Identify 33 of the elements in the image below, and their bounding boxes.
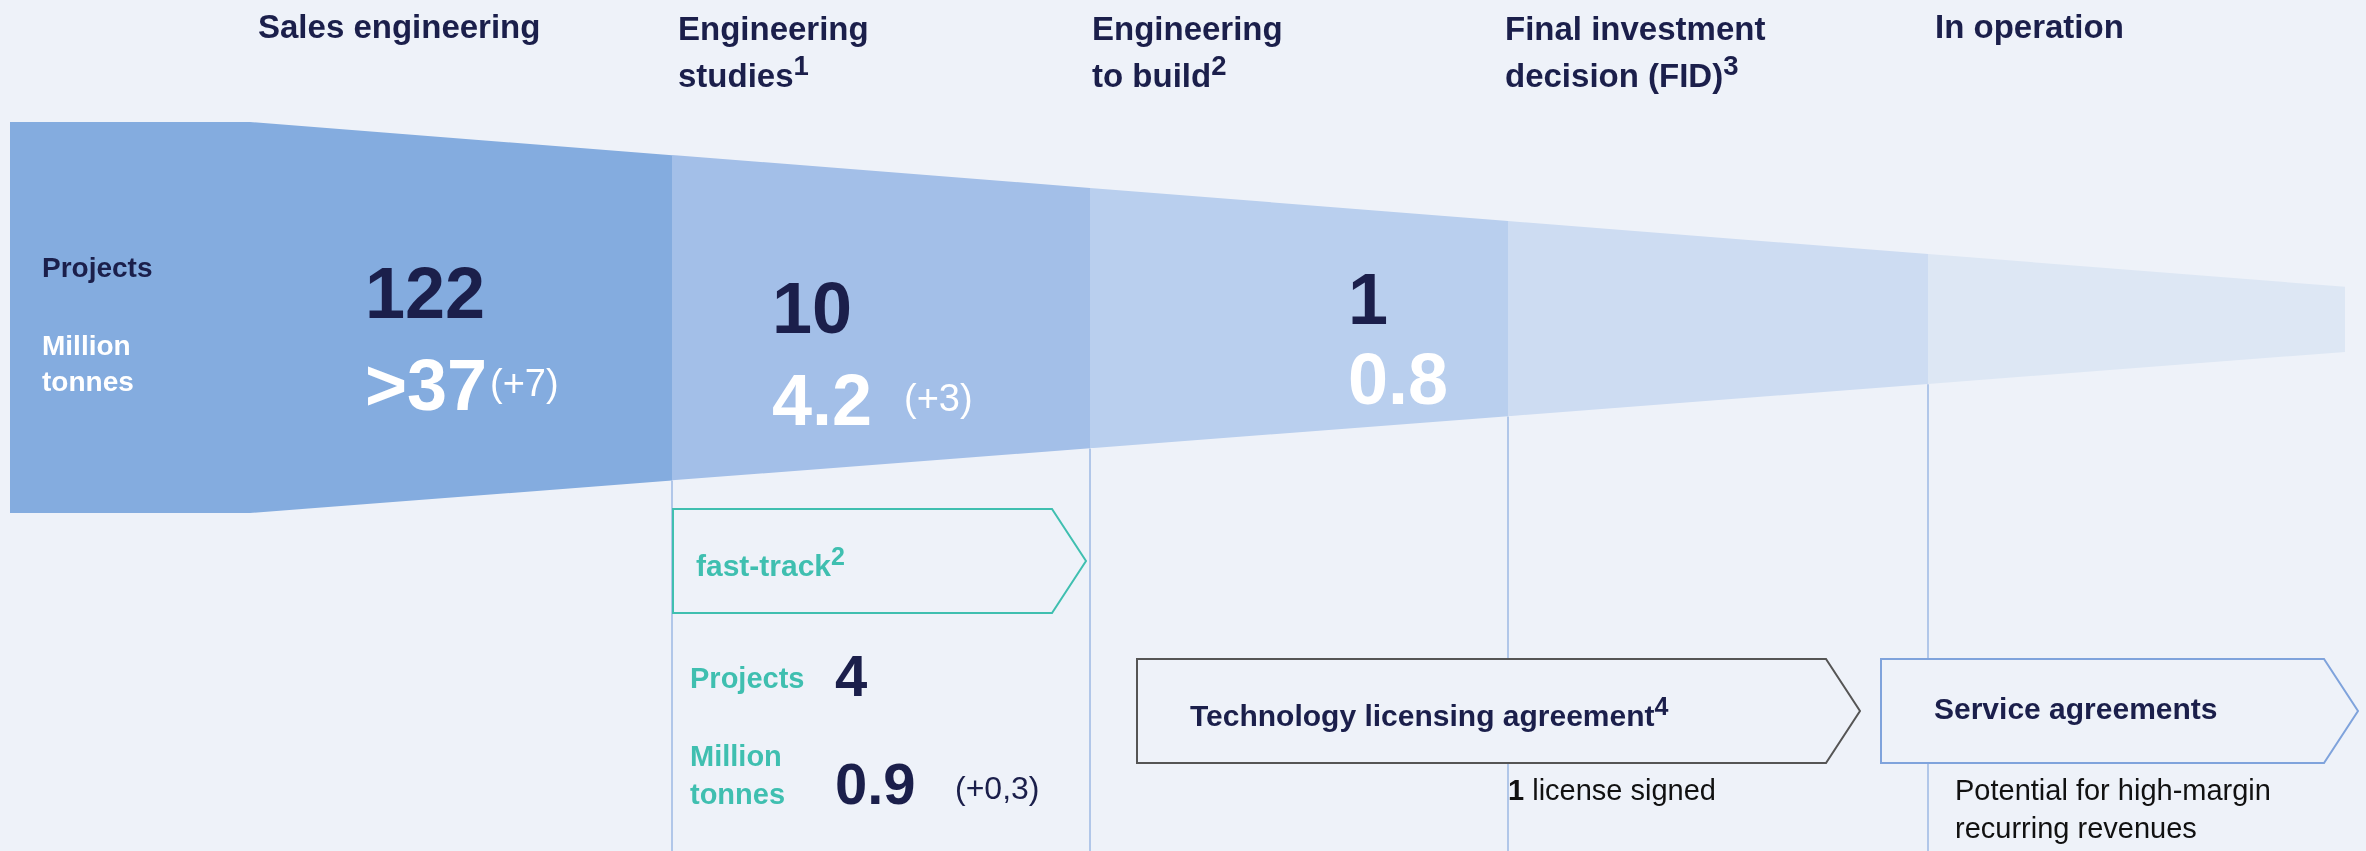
funnel-segment: [1090, 188, 1508, 449]
funnel-segment: [1928, 254, 2345, 385]
stage-heading: Final investment decision (FID)$^{3}$: [1505, 9, 1767, 97]
funnel-segment: [10, 122, 672, 513]
row-label: Million tonnes: [690, 739, 787, 812]
change-value: (+7): [490, 362, 559, 405]
chevron-banner: [672, 508, 1088, 614]
chevron-banner: [1880, 658, 2360, 764]
funnel-segment: [672, 155, 1090, 481]
stage-heading: In operation: [1935, 8, 2124, 46]
row-label: Million tonnes: [42, 329, 135, 400]
note-text: 1 license signed: [1508, 773, 1717, 808]
tonnes-value: 4.2: [772, 359, 873, 442]
row-label: Projects: [690, 662, 805, 695]
tonnes-value: 0.9: [835, 750, 916, 817]
note-text: Potential for high-margin recurring revenues: [1955, 773, 2272, 846]
chevron-banner: [1136, 658, 1862, 764]
stage-heading: Sales engineering: [258, 8, 541, 46]
stage-heading: Engineering studies$^{1}$: [678, 9, 870, 97]
banner-label: fast-track$^{2}$: [696, 542, 845, 583]
change-value: (+0,3): [955, 770, 1040, 807]
banner-label: Service agreements: [1934, 692, 2218, 726]
change-value: (+3): [904, 377, 973, 421]
stage-heading: Engineering to build$^{2}$: [1092, 9, 1284, 97]
project-count: 1: [1348, 258, 1389, 341]
tonnes-value: >37: [365, 344, 488, 426]
row-label: Projects: [42, 252, 153, 284]
project-count: 122: [365, 252, 486, 334]
project-count: 10: [772, 267, 853, 350]
funnel-segment: [1508, 221, 1928, 417]
banner-label: Technology licensing agreement$^{4}$: [1190, 692, 1669, 733]
project-count: 4: [835, 642, 868, 709]
tonnes-value: 0.8: [1348, 338, 1449, 421]
